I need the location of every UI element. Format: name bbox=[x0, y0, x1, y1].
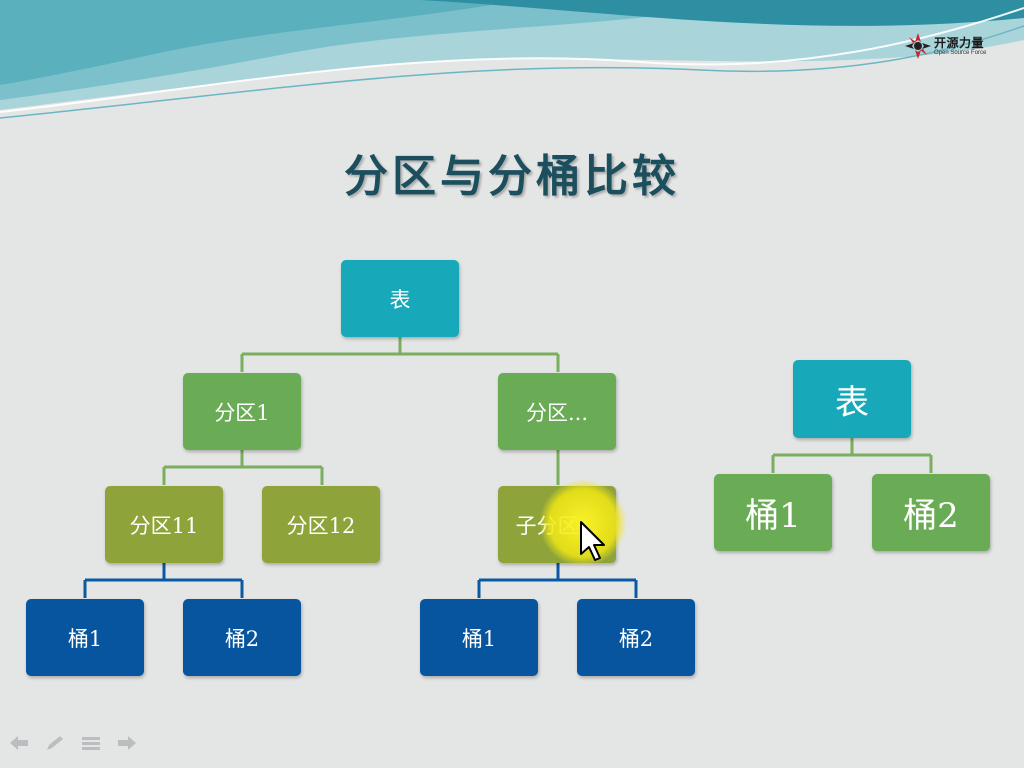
bucket-node: 桶2 bbox=[872, 474, 990, 551]
header-wave-decoration bbox=[0, 0, 1024, 119]
logo-tagline: Open Source Force bbox=[934, 50, 987, 56]
partition-12-node: 分区12 bbox=[262, 486, 380, 563]
partition-11-node: 分区11 bbox=[105, 486, 223, 563]
brand-logo: 开源力量 Open Source Force bbox=[904, 32, 1014, 62]
slideshow-controls bbox=[8, 734, 138, 754]
partition-more-node: 分区... bbox=[498, 373, 616, 450]
bucket-node: 桶1 bbox=[26, 599, 144, 676]
partition-1-node: 分区1 bbox=[183, 373, 301, 450]
bucket-node: 桶1 bbox=[714, 474, 832, 551]
table-node: 表 bbox=[793, 360, 911, 438]
logo-flower-icon bbox=[905, 33, 931, 59]
bucket-node: 桶1 bbox=[420, 599, 538, 676]
logo-name: 开源力量 bbox=[934, 36, 985, 50]
table-node: 表 bbox=[341, 260, 459, 337]
bucket-node: 桶2 bbox=[577, 599, 695, 676]
pen-icon[interactable] bbox=[44, 734, 66, 752]
bucket-node: 桶2 bbox=[183, 599, 301, 676]
arrow-right-icon[interactable] bbox=[116, 734, 138, 752]
slide-title: 分区与分桶比较 bbox=[344, 151, 680, 202]
mouse-pointer-icon bbox=[580, 521, 605, 561]
arrow-left-icon[interactable] bbox=[8, 734, 30, 752]
menu-icon[interactable] bbox=[80, 734, 102, 752]
